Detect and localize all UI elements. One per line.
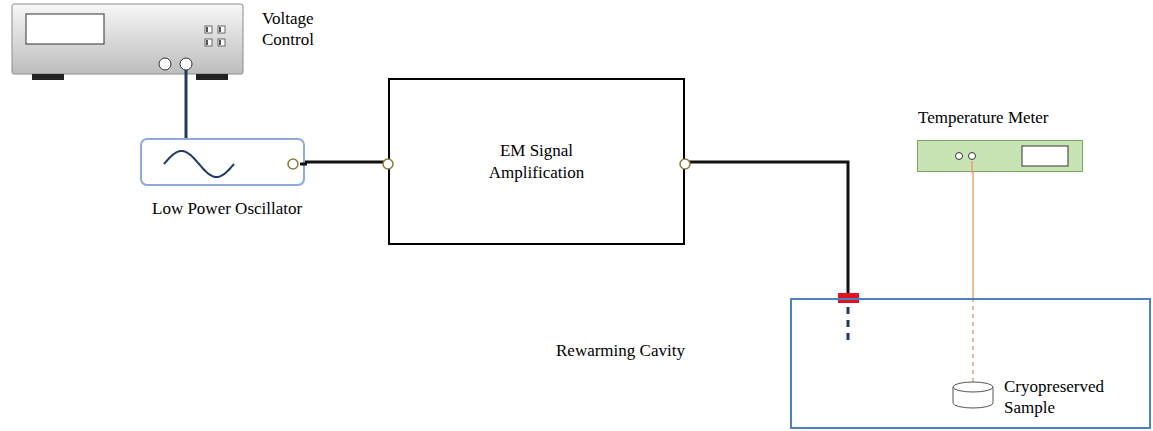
signal-cable-segment — [305, 161, 388, 164]
signal-cable — [305, 162, 388, 163]
cable-stub — [185, 70, 188, 84]
node-label: Low Power Oscillator — [152, 198, 302, 219]
signal-cable — [685, 162, 848, 298]
meter-display — [1022, 146, 1068, 166]
device-foot — [32, 74, 64, 80]
temperature-probe-segment — [972, 298, 974, 382]
probe-stub — [971, 161, 973, 173]
cavity-box: Rewarming CavityCryopreserved Sample — [790, 298, 1151, 429]
port-terminal — [680, 159, 690, 169]
device-display — [26, 14, 104, 44]
device-foot — [196, 74, 228, 80]
meter-jack — [969, 153, 976, 160]
control-cable-segment — [185, 84, 188, 138]
node-label: Rewarming Cavity — [556, 340, 685, 361]
sample-vial: Cryopreserved Sample — [952, 382, 994, 408]
vial-top — [953, 382, 993, 392]
device-body — [12, 4, 243, 74]
node-label: Cryopreserved Sample — [1004, 376, 1114, 419]
signal-cable-segment — [685, 162, 848, 298]
temperature-probe-segment — [972, 172, 974, 298]
oscillator-box-drawing — [142, 140, 303, 184]
port-terminal — [383, 159, 393, 169]
device-button — [218, 39, 225, 46]
amplifier-box-drawing — [390, 80, 683, 243]
antenna-probe — [847, 307, 850, 346]
oscillator-box: Low Power Oscillator — [140, 138, 305, 186]
sine-symbol — [164, 151, 234, 177]
device-button — [218, 26, 225, 33]
device-knob — [180, 58, 192, 70]
node-label: Voltage Control — [262, 8, 342, 51]
temperature-probe — [973, 172, 974, 382]
device-knob — [159, 58, 171, 70]
meter-instrument: Temperature Meter — [917, 140, 1083, 172]
sample-vial-drawing — [952, 382, 994, 408]
device-button — [205, 39, 212, 46]
meter-jack — [956, 153, 963, 160]
port-terminal — [288, 159, 298, 169]
instrument-drawing — [12, 4, 244, 84]
node-label: EM Signal Amplification — [452, 140, 622, 183]
amplifier-box: EM Signal Amplification — [388, 78, 685, 245]
cable-stub — [300, 163, 307, 166]
device-button — [205, 26, 212, 33]
node-label: Temperature Meter — [918, 107, 1049, 128]
control-cable — [186, 84, 187, 138]
instrument: Voltage Control — [12, 4, 244, 84]
meter-instrument-drawing — [918, 141, 1082, 171]
